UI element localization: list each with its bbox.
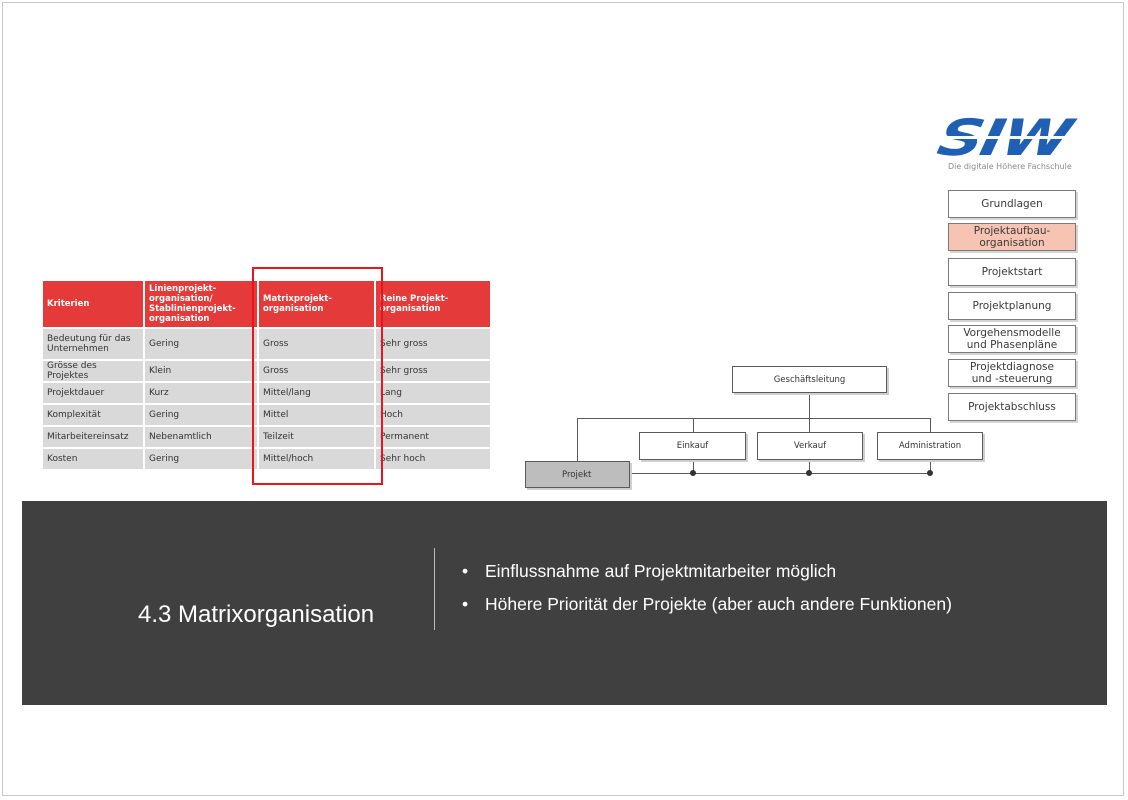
table-cell: Teilzeit (258, 425, 376, 448)
connector-line (809, 392, 810, 418)
table-cell: Gering (144, 327, 259, 360)
table-row: Grösse des Projektes Klein Gross Sehr gr… (43, 359, 490, 382)
bullet-list: • Einflussnahme auf Projektmitarbeiter mö… (462, 561, 952, 627)
table-cell: Bedeutung für das Unternehmen (43, 327, 145, 360)
org-box-verkauf: Verkauf (757, 432, 863, 460)
connector-line (577, 418, 931, 419)
table-cell: Gross (258, 359, 376, 382)
table-cell: Klein (144, 359, 259, 382)
intersection-dot (690, 470, 696, 476)
table-row: Bedeutung für das Unternehmen Gering Gro… (43, 327, 490, 360)
org-box-geschaeftsleitung: Geschäftsleitung (732, 366, 887, 393)
matrix-line (930, 460, 931, 473)
header-matrixprojektorganisation: Matrixprojekt- organisation (258, 281, 376, 328)
bullet-text: Höhere Priorität der Projekte (aber auch… (485, 594, 952, 614)
table-cell: Permanent (375, 425, 490, 448)
table-cell: Komplexität (43, 403, 145, 426)
table-header-row: Kriterien Linienprojekt- organisation/ S… (43, 281, 490, 328)
header-reine-projektorganisation: Reine Projekt- organisation (375, 281, 490, 328)
connector-line (930, 418, 931, 432)
matrix-line (809, 460, 810, 473)
table-cell: Gross (258, 327, 376, 360)
table-cell: Sehr gross (375, 359, 490, 382)
table-cell: Gering (144, 403, 259, 426)
table-row: Kosten Gering Mittel/hoch Sehr hoch (43, 447, 490, 469)
siw-logo: SIW Die digitale Höhere Fachschule (933, 109, 1089, 176)
nav-item-projektplanung[interactable]: Projektplanung (948, 292, 1076, 320)
table-cell: Sehr hoch (375, 447, 490, 469)
table-cell: Mittel/hoch (258, 447, 376, 469)
table-row: Projektdauer Kurz Mittel/lang Lang (43, 381, 490, 404)
nav-item-vorgehensmodelle[interactable]: Vorgehensmodelle und Phasenpläne (948, 325, 1076, 353)
org-box-administration: Administration (877, 432, 983, 460)
table-cell: Kosten (43, 447, 145, 469)
logo-wordmark: SIW (933, 109, 1119, 167)
table-cell: Grösse des Projektes (43, 359, 145, 382)
nav-item-grundlagen[interactable]: Grundlagen (948, 190, 1076, 218)
table-cell: Sehr gross (375, 327, 490, 360)
table-cell: Mittel/lang (258, 381, 376, 404)
table-cell: Hoch (375, 403, 490, 426)
connector-line (693, 418, 694, 432)
header-linienprojektorganisation: Linienprojekt- organisation/ Stablinienp… (144, 281, 259, 328)
panel-divider (434, 548, 435, 630)
table-row: Komplexität Gering Mittel Hoch (43, 403, 490, 426)
criteria-comparison-table: Kriterien Linienprojekt- organisation/ S… (43, 281, 490, 469)
org-box-projekt: Projekt (525, 461, 630, 488)
bullet-text: Einflussnahme auf Projektmitarbeiter mög… (485, 561, 837, 581)
org-box-einkauf: Einkauf (639, 432, 746, 460)
connector-line (577, 418, 578, 461)
table-cell: Projektdauer (43, 381, 145, 404)
nav-item-projektaufbauorganisation[interactable]: Projektaufbau- organisation (948, 223, 1076, 251)
table-cell: Mitarbeitereinsatz (43, 425, 145, 448)
bullet-item: • Höhere Priorität der Projekte (aber auc… (462, 594, 952, 614)
nav-item-projektdiagnose[interactable]: Projektdiagnose und -steuerung (948, 359, 1076, 387)
table-cell: Nebenamtlich (144, 425, 259, 448)
matrix-line (693, 460, 694, 473)
intersection-dot (806, 470, 812, 476)
section-title: 4.3 Matrixorganisation (138, 601, 375, 628)
summary-panel: 4.3 Matrixorganisation • Einflussnahme au… (22, 501, 1107, 705)
nav-item-projektstart[interactable]: Projektstart (948, 258, 1076, 286)
nav-item-projektabschluss[interactable]: Projektabschluss (948, 393, 1076, 421)
bullet-dot-icon: • (462, 561, 469, 581)
table-cell: Gering (144, 447, 259, 469)
logo-tagline: Die digitale Höhere Fachschule (948, 162, 1072, 171)
table-cell: Mittel (258, 403, 376, 426)
connector-line (809, 418, 810, 432)
bullet-item: • Einflussnahme auf Projektmitarbeiter mö… (462, 561, 952, 581)
header-kriterien: Kriterien (43, 281, 145, 328)
table-cell: Lang (375, 381, 490, 404)
table-row: Mitarbeitereinsatz Nebenamtlich Teilzeit… (43, 425, 490, 448)
bullet-dot-icon: • (462, 594, 469, 614)
intersection-dot (927, 470, 933, 476)
table-cell: Kurz (144, 381, 259, 404)
project-line (629, 473, 931, 474)
